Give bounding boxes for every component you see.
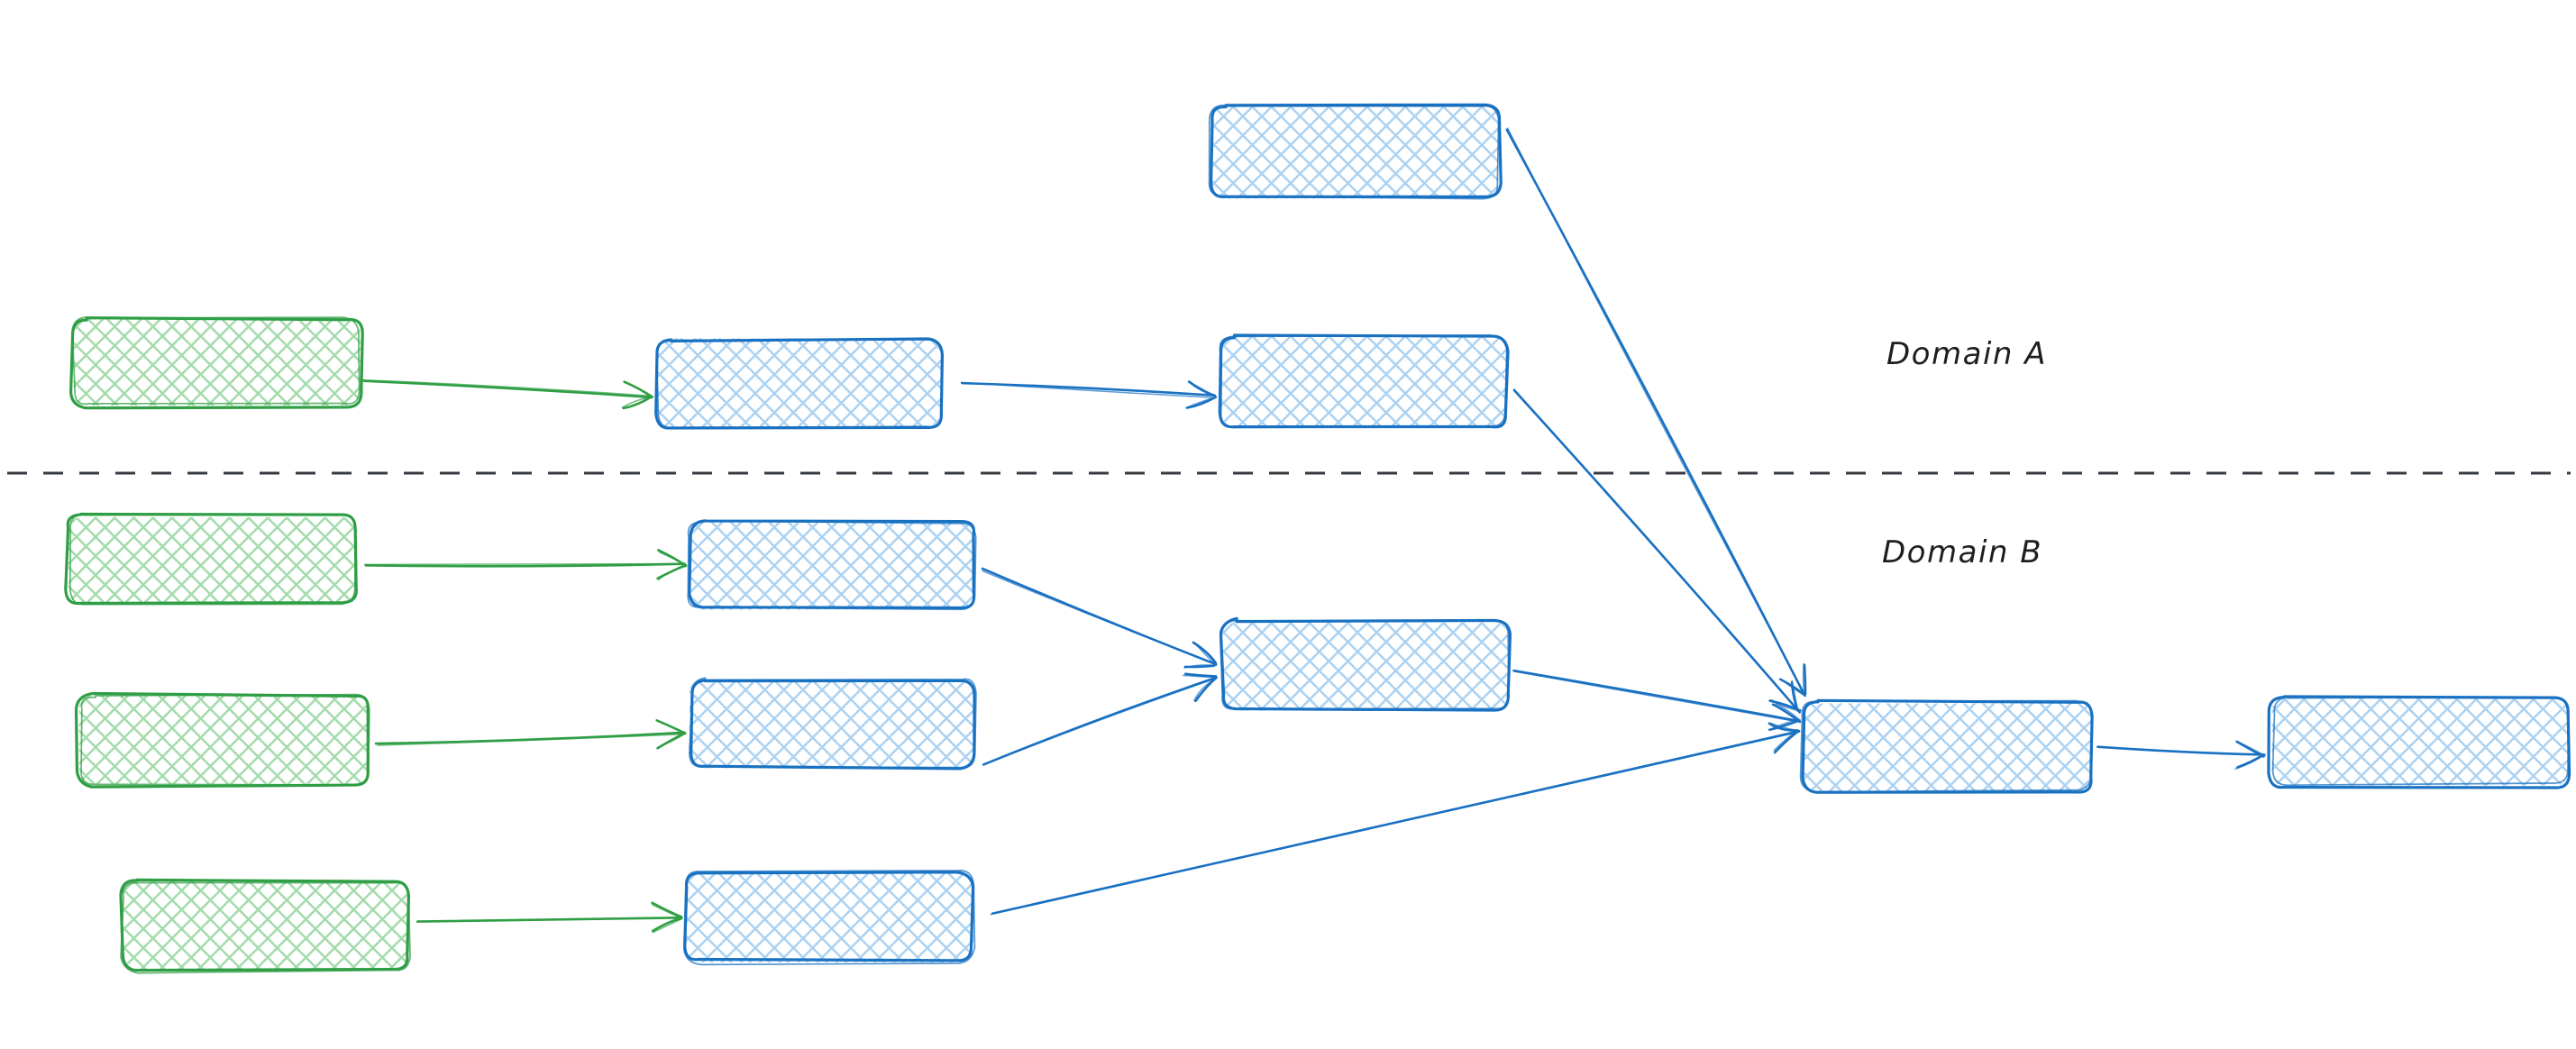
edge-e4 <box>1512 388 1802 714</box>
edge-e3 <box>1505 127 1807 698</box>
node-n-b-src2 <box>74 691 370 789</box>
node-n-b-mid3 <box>682 870 976 966</box>
domain-a-label: Domain A <box>1886 336 2047 372</box>
edge-e9 <box>982 672 1218 766</box>
node-n-b-hub <box>1799 698 2094 794</box>
edge-e5 <box>363 549 688 581</box>
edge-e8 <box>981 567 1218 669</box>
node-n-a-right <box>1218 333 1510 429</box>
node-n-b-mid2 <box>689 677 977 771</box>
node-n-b-join <box>1219 616 1512 712</box>
node-n-b-src1 <box>64 512 358 606</box>
edge-e2 <box>960 380 1218 409</box>
edge-e6 <box>374 719 687 750</box>
node-n-b-mid1 <box>687 519 977 611</box>
node-n-a-src <box>69 316 364 410</box>
edge-e7 <box>416 901 683 934</box>
node-n-b-src3 <box>119 878 411 974</box>
edge-e11 <box>1512 669 1802 732</box>
node-n-b-out <box>2267 695 2571 789</box>
edge-e10 <box>990 722 1801 916</box>
edge-layer <box>361 127 2266 934</box>
domain-b-label: Domain B <box>1882 534 2043 570</box>
node-n-a-top <box>1208 103 1503 200</box>
node-layer <box>64 103 2571 974</box>
node-n-a-mid <box>654 337 945 430</box>
edge-e1 <box>361 379 654 410</box>
edge-e12 <box>2096 740 2266 771</box>
